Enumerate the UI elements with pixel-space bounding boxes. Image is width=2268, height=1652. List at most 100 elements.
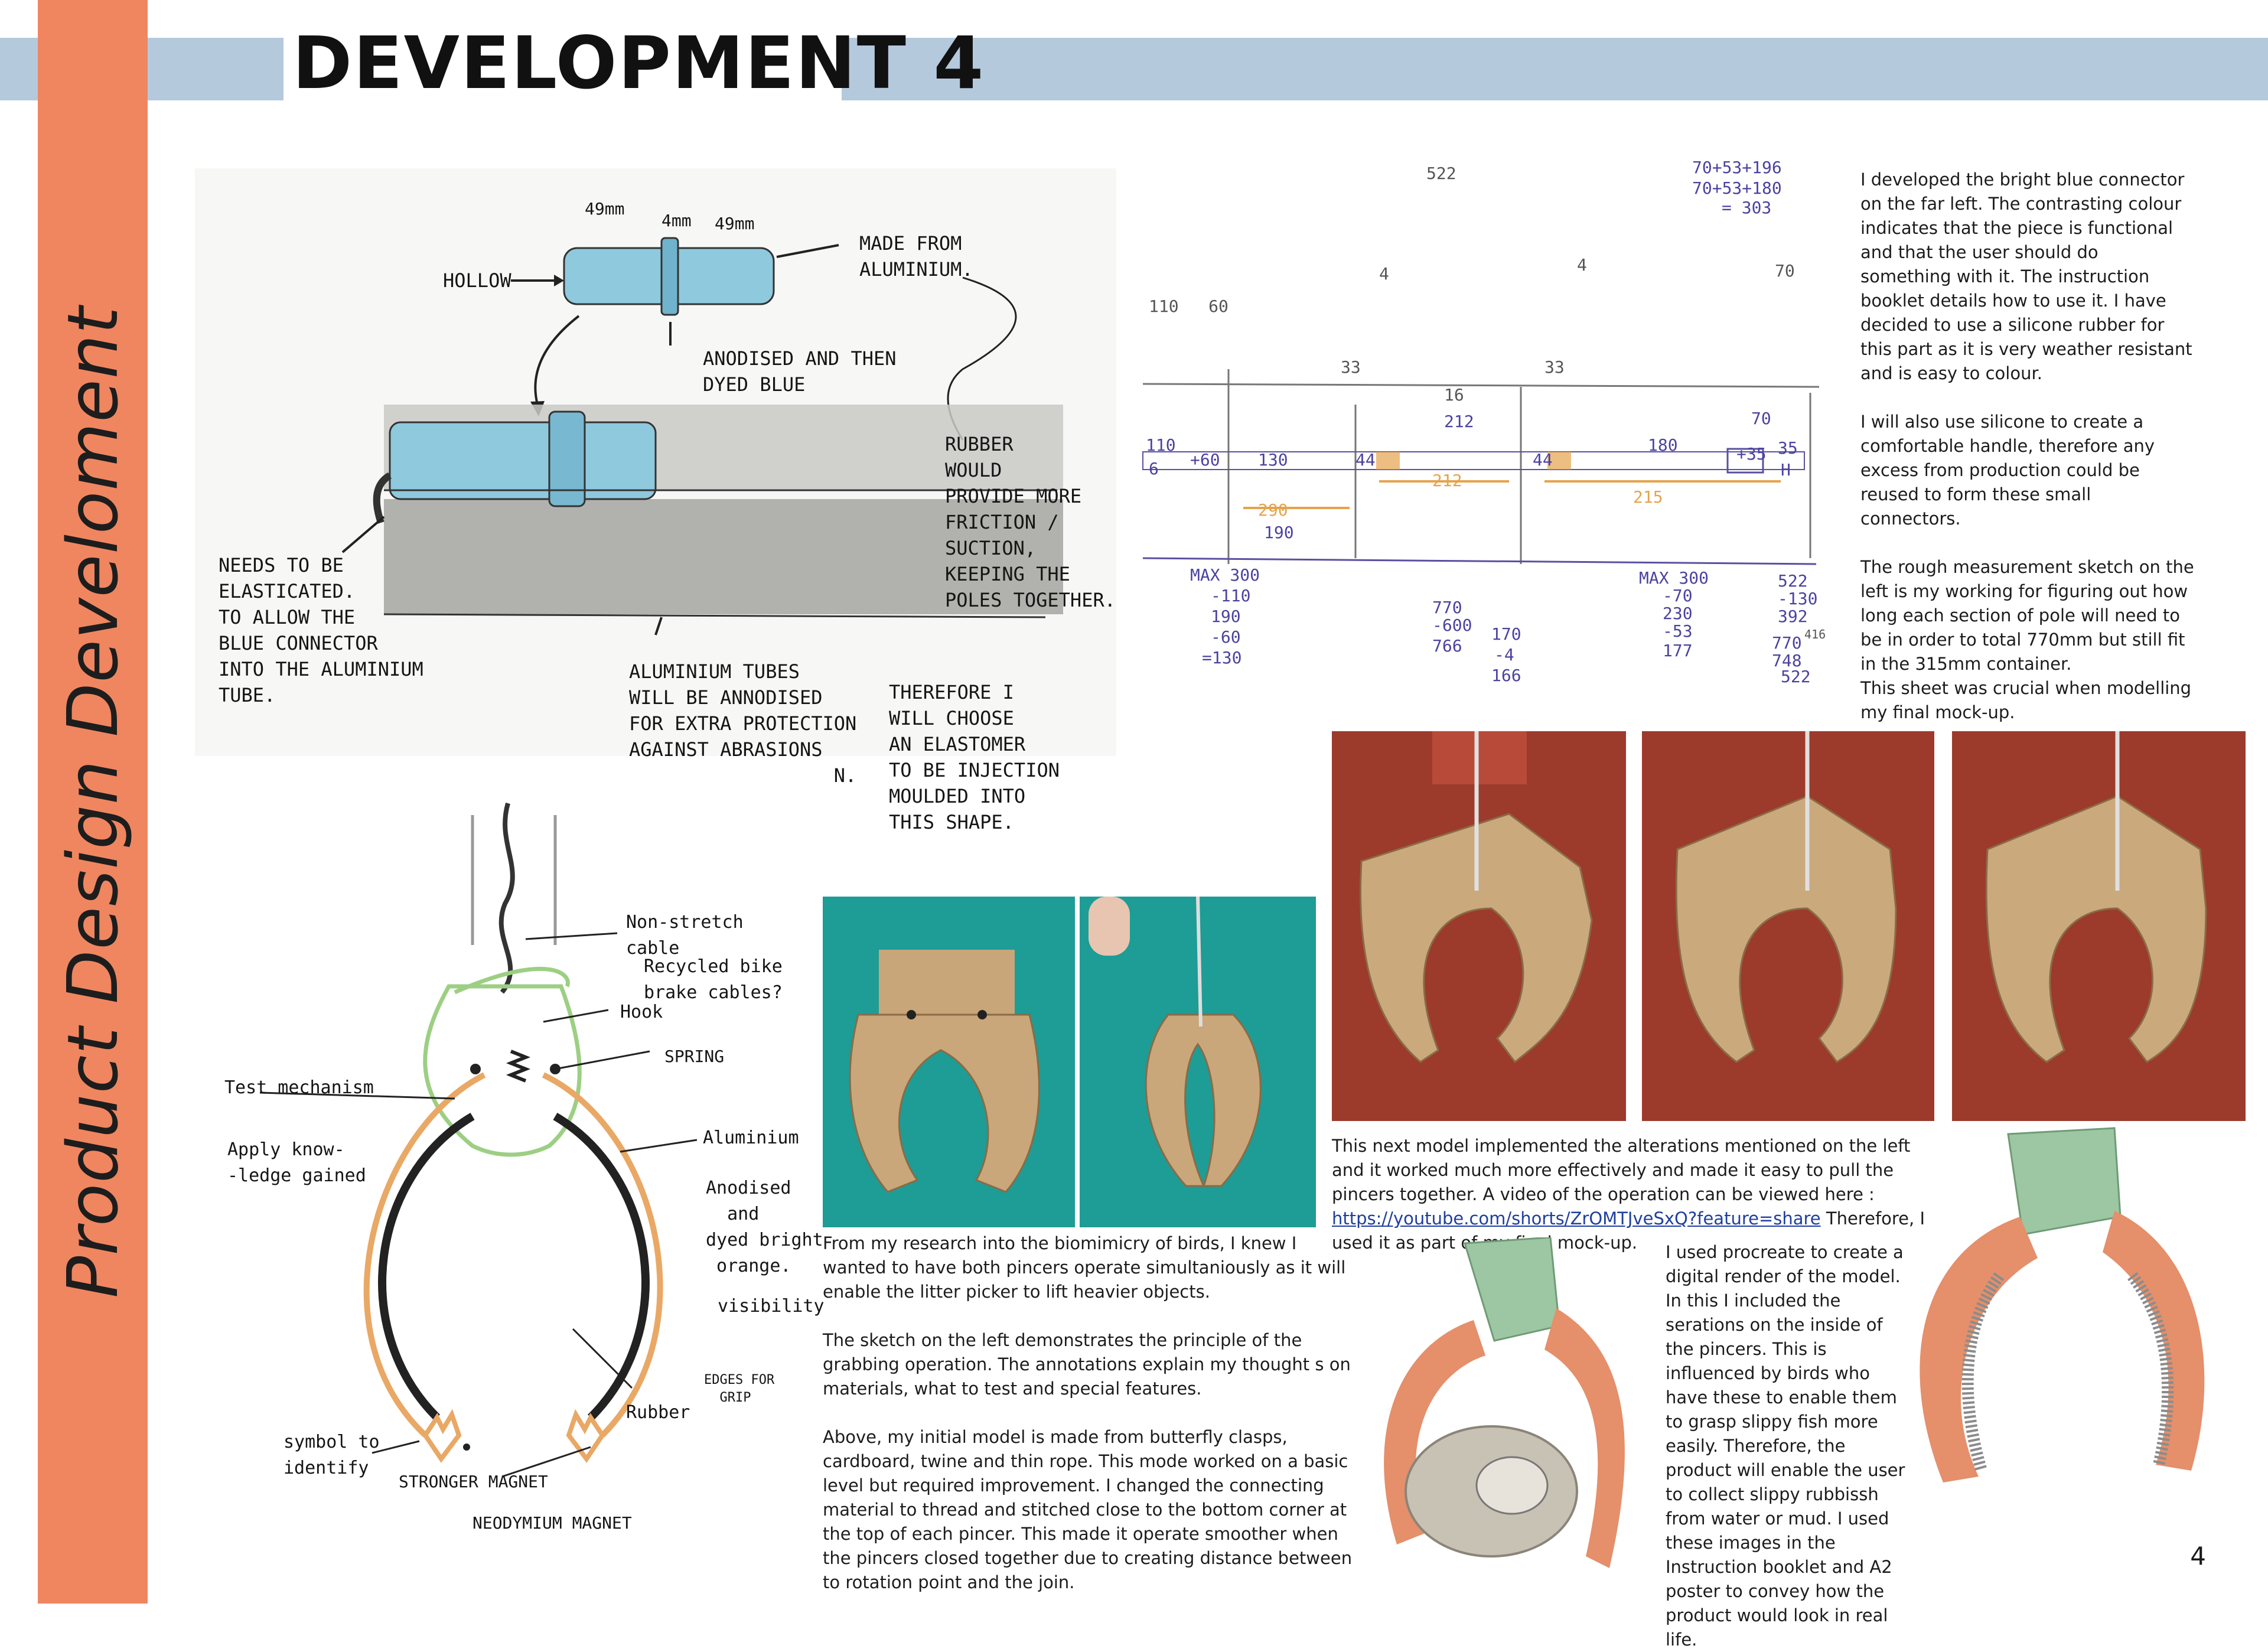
measure-num: H [1781,460,1791,480]
model-caption-text: This next model implemented the alterati… [1332,1136,1911,1204]
measure-num: 212 [1444,412,1474,431]
measure-num: 770 [1432,598,1462,617]
edges-label: EDGES FOR GRIP [704,1373,775,1405]
right-paragraph: The rough measurement sketch on the left… [1860,557,2194,674]
measure-num: 4 [1577,255,1587,275]
measure-num: -130 [1778,589,1818,608]
middle-text: From my research into the biomimicry of … [823,1231,1357,1595]
rubber-label: RUBBER WOULD PROVIDE MORE FRICTION / SUC… [945,433,1116,611]
measure-num: 392 [1778,607,1808,626]
measure-num: 70 [1751,409,1771,428]
measure-num: 230 [1663,604,1693,623]
render-image-2 [1872,1116,2238,1494]
measure-num: 35 [1778,438,1798,458]
measurement-drawing [1142,369,1820,565]
measure-num: 130 [1258,450,1288,470]
measure-num: 44 [1355,450,1376,470]
initial-model-photo-1 [823,897,1075,1227]
measure-num: 70 [1775,261,1795,281]
measure-num: +60 [1190,450,1220,470]
measure-num: -53 [1663,621,1693,641]
measure-num: 290 [1258,500,1288,520]
aluminium-tubes-label: ALUMINIUM TUBES WILL BE ANNODISED FOR EX… [629,660,857,787]
measure-num: 522 [1426,164,1456,183]
hollow-label: HOLLOW [443,269,511,292]
measure-num: 16 [1444,385,1464,405]
hook-label: Hook [620,1002,663,1022]
measure-num: -60 [1211,627,1241,647]
right-text: I developed the bright blue connector on… [1860,168,2194,749]
connector-sketch: 49mm 4mm 49mm HOLLOW MADE FROM ALUMINIUM… [195,168,1116,787]
measure-num: 4 [1379,264,1389,284]
middle-paragraph: From my research into the biomimicry of … [823,1233,1346,1302]
model-photo-1 [1332,731,1626,1121]
dim-label: 4mm [662,211,692,230]
measure-num: = 303 [1722,198,1772,217]
middle-paragraph: Above, my initial model is made from but… [823,1427,1353,1592]
measure-num: 212 [1432,471,1462,490]
measurement-sketch: 522 70+53+196 70+53+180 = 303 4 4 70 110… [1131,151,1831,700]
aluminium-label: Aluminium [703,1128,799,1148]
symbol-label: symbol to identify [284,1432,380,1478]
anodised-orange-label: Anodised and dyed bright orange. [706,1178,823,1276]
rubber-mech-label: Rubber [626,1402,690,1423]
render-image-1 [1355,1236,1663,1592]
measure-num: 180 [1648,435,1678,455]
measure-num: =130 [1202,648,1242,667]
right-paragraph: This sheet was crucial when modelling my… [1860,678,2192,722]
model-photo-2 [1642,731,1934,1121]
initial-model-photo-2 [1080,897,1316,1227]
page-number: 4 [2190,1542,2206,1570]
video-link[interactable]: https://youtube.com/shorts/ZrOMTJveSxQ?f… [1332,1208,1821,1229]
sidebar: Product Design Develoment [38,0,148,1604]
measure-num: 215 [1633,487,1663,507]
measure-num: 177 [1663,641,1693,660]
header-band-right [842,38,2268,100]
measure-num: -4 [1494,645,1514,664]
measure-num: 6 [1149,459,1159,478]
dim-label: 49mm [715,214,755,233]
elastomer-label: THEREFORE I WILL CHOOSE AN ELASTOMER TO … [889,681,1060,833]
measure-num: 522 [1781,667,1811,686]
spring-label: SPRING [664,1047,725,1066]
measure-num: 33 [1544,357,1565,377]
measure-num: 166 [1491,666,1521,685]
measure-num: MAX 300 [1639,568,1709,588]
measure-num: -70 [1663,586,1693,605]
mechanism-sketch: Non-stretch cable Recycled bike brake ca… [195,797,825,1577]
made-from-label: MADE FROM ALUMINIUM. [859,232,973,281]
non-stretch-label: Non-stretch cable [626,912,744,959]
right-paragraph: I developed the bright blue connector on… [1860,170,2192,383]
page-title: DEVELOPMENT 4 [292,21,985,105]
measure-num: 190 [1211,607,1241,626]
measure-num: 190 [1264,523,1294,542]
measure-num: 33 [1341,357,1361,377]
measure-num: 70+53+180 [1692,178,1782,198]
measure-num: 170 [1491,624,1521,644]
measure-num: 70+53+196 [1692,158,1782,177]
measure-num: 770 [1772,633,1802,653]
dim-label: 49mm [585,199,625,219]
measure-num: +35 [1736,444,1767,464]
measure-num: 44 [1533,450,1553,470]
middle-paragraph: The sketch on the left demonstrates the … [823,1330,1351,1399]
measure-num: MAX 300 [1190,565,1260,585]
sidebar-title: Product Design Develoment [52,305,133,1298]
anodised-label: ANODISED AND THEN DYED BLUE [703,347,897,396]
connector-drawing [341,237,1063,636]
stronger-magnet-label: STRONGER MAGNET [399,1472,548,1491]
apply-label: Apply know- -ledge gained [227,1139,366,1186]
test-label: Test mechanism [224,1077,374,1098]
neodymium-label: NEODYMIUM MAGNET [472,1513,632,1533]
measure-num: 766 [1432,636,1462,656]
measure-num: -110 [1211,586,1251,605]
mechanism-drawing [259,802,698,1478]
elasticated-label: NEEDS TO BE ELASTICATED. TO ALLOW THE BL… [219,554,423,706]
recycled-label: Recycled bike brake cables? [644,956,783,1003]
visibility-label: visibility [718,1296,825,1317]
measure-num: 416 [1804,627,1826,641]
model-caption: This next model implemented the alterati… [1332,1134,1946,1255]
measure-num: -600 [1432,615,1472,635]
measure-num: 110 [1146,435,1176,455]
measure-num: 522 [1778,571,1808,591]
